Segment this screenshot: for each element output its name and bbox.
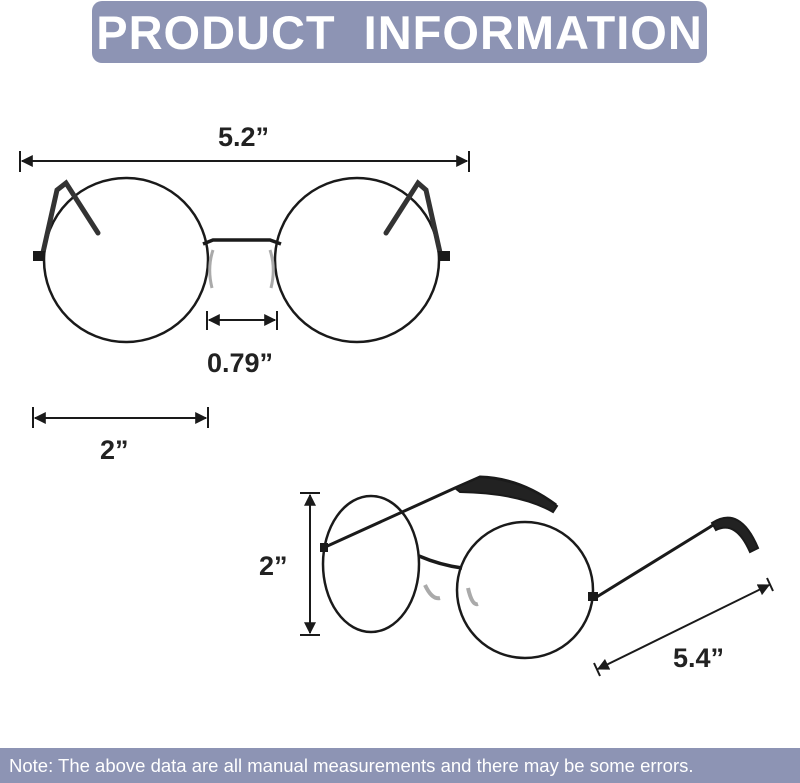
left-earpiece-side: [453, 475, 559, 514]
left-lens-front: [42, 176, 210, 344]
glasses-front-view: [33, 176, 450, 344]
right-temple-front: [383, 179, 444, 260]
header-banner: PRODUCT INFORMATION: [92, 1, 707, 63]
lens-width-label: 2”: [100, 435, 129, 465]
temple-length-label: 5.4”: [673, 643, 725, 673]
right-hinge-front: [438, 251, 450, 261]
nosepads-side: [423, 584, 479, 607]
bridge-side: [418, 554, 463, 570]
footer-note-bar: Note: The above data are all manual meas…: [0, 748, 800, 783]
dimension-lines-side: [300, 492, 774, 677]
left-nosepad-front: [208, 249, 215, 289]
total-width-label: 5.2”: [218, 122, 270, 152]
page-title: PRODUCT INFORMATION: [96, 5, 703, 59]
right-lens-side: [455, 520, 595, 660]
right-lens-front: [273, 176, 441, 344]
left-hinge-front: [33, 251, 45, 261]
left-temple-front: [39, 179, 101, 260]
temple-arrow: [596, 584, 771, 670]
right-earpiece-side: [710, 516, 760, 554]
right-temple-side: [594, 518, 758, 600]
left-lens-side: [321, 494, 421, 634]
right-hinge-side: [588, 592, 598, 601]
dimension-lines-front: [19, 151, 470, 428]
left-hinge-side: [320, 543, 328, 552]
footer-note: Note: The above data are all manual meas…: [9, 754, 694, 776]
right-nosepad-front: [268, 249, 275, 289]
lens-height-label: 2”: [259, 551, 288, 581]
glasses-side-view: [320, 475, 760, 660]
bridge-width-label: 0.79”: [207, 348, 274, 378]
bridge-front: [202, 238, 282, 246]
